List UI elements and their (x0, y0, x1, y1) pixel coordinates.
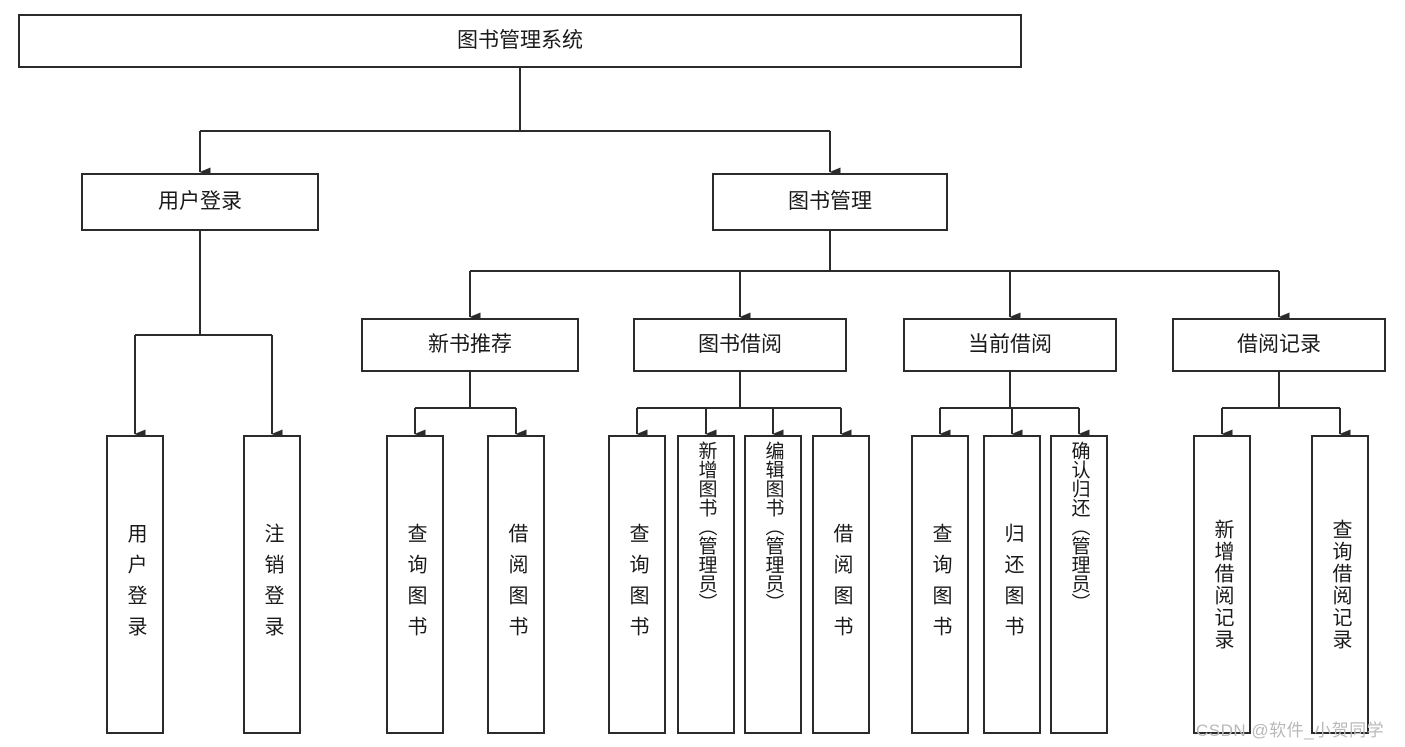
node-leaf-return-book[interactable]: 归还图书 (983, 435, 1041, 734)
node-new-book-rec[interactable]: 新书推荐 (361, 318, 579, 372)
node-label: 注销登录 (261, 522, 283, 647)
node-book-borrow[interactable]: 图书借阅 (633, 318, 847, 372)
node-label: 查询图书 (404, 522, 426, 647)
node-label: 借阅图书 (830, 522, 852, 647)
node-leaf-edit-book[interactable]: 编辑图书（管理员） (744, 435, 802, 734)
node-leaf-borrow-query-book[interactable]: 查询图书 (608, 435, 666, 734)
node-leaf-user-login[interactable]: 用户登录 (106, 435, 164, 734)
node-label: 借阅图书 (505, 522, 527, 647)
node-label: 当前借阅 (968, 332, 1052, 356)
node-book-manage[interactable]: 图书管理 (712, 173, 948, 231)
node-leaf-rec-borrow-book[interactable]: 借阅图书 (487, 435, 545, 734)
connector-layer (133, 68, 1351, 439)
node-label: 新增图书（管理员） (695, 441, 717, 612)
node-label: 图书管理系统 (457, 28, 583, 52)
node-leaf-cur-query-book[interactable]: 查询图书 (911, 435, 969, 734)
node-borrow-record[interactable]: 借阅记录 (1172, 318, 1386, 372)
node-label: 借阅记录 (1237, 332, 1321, 356)
node-leaf-query-record[interactable]: 查询借阅记录 (1311, 435, 1369, 734)
node-label: 用户登录 (158, 189, 242, 213)
node-label: 新增借阅记录 (1211, 518, 1233, 651)
node-leaf-add-record[interactable]: 新增借阅记录 (1193, 435, 1251, 734)
node-label: 确认归还（管理员） (1068, 441, 1090, 612)
node-label: 用户登录 (124, 522, 146, 647)
node-leaf-add-book[interactable]: 新增图书（管理员） (677, 435, 735, 734)
node-label: 归还图书 (1001, 522, 1023, 647)
node-label: 查询图书 (929, 522, 951, 647)
node-leaf-borrow-book[interactable]: 借阅图书 (812, 435, 870, 734)
node-leaf-confirm-return[interactable]: 确认归还（管理员） (1050, 435, 1108, 734)
node-label: 查询图书 (626, 522, 648, 647)
node-leaf-logout[interactable]: 注销登录 (243, 435, 301, 734)
node-current-borrow[interactable]: 当前借阅 (903, 318, 1117, 372)
node-label: 新书推荐 (428, 332, 512, 356)
node-leaf-rec-query-book[interactable]: 查询图书 (386, 435, 444, 734)
node-label: 查询借阅记录 (1329, 518, 1351, 651)
node-root[interactable]: 图书管理系统 (18, 14, 1022, 68)
node-label: 编辑图书（管理员） (762, 441, 784, 612)
node-label: 图书管理 (788, 189, 872, 213)
node-label: 图书借阅 (698, 332, 782, 356)
node-user-login[interactable]: 用户登录 (81, 173, 319, 231)
